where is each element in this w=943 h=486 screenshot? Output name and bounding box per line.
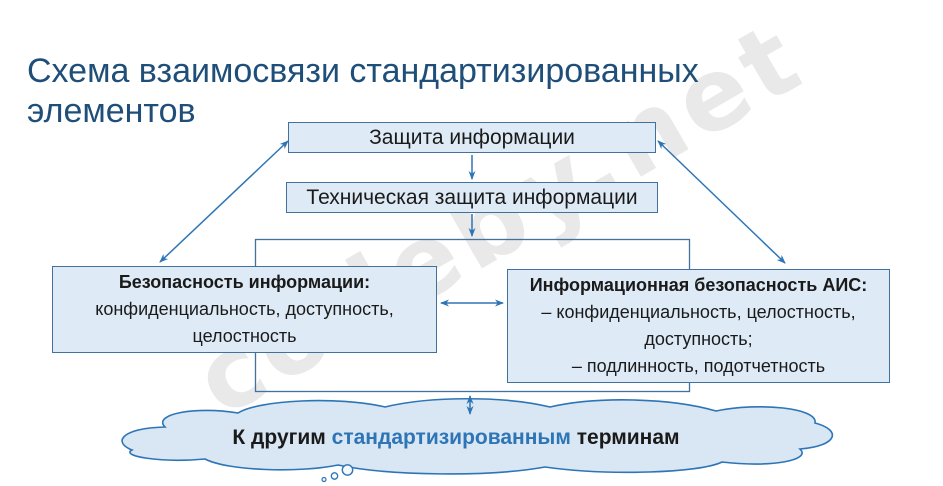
node-information-security: Безопасность информации: конфиденциально… <box>52 266 437 353</box>
cloud-text: терминам <box>570 426 680 449</box>
arrow-protection-aissec-bidirectional <box>657 140 786 264</box>
node-heading: Безопасность информации: <box>118 272 371 292</box>
node-information-protection: Защита информации <box>288 122 656 153</box>
node-ais-security: Информационная безопасность АИС: – конфи… <box>507 269 890 383</box>
node-line: конфиденциальность, доступность, <box>95 299 394 319</box>
page-title: Схема взаимосвязи стандартизированных эл… <box>27 51 699 130</box>
cloud-bubble-large <box>341 464 354 476</box>
arrow-protection-infosec-bidirectional <box>159 140 289 263</box>
node-heading: Информационная безопасность АИС: <box>529 275 868 295</box>
cloud-bubble-small <box>321 476 327 483</box>
node-line: – подлинность, подотчетность <box>571 356 826 376</box>
node-label: Защита информации <box>369 125 575 149</box>
cloud-text-highlight: стандартизированным <box>331 426 571 449</box>
node-label: Техническая защита информации <box>306 185 638 209</box>
cloud-bubble-medium <box>330 472 339 480</box>
cloud-text: К другим <box>232 426 332 449</box>
node-line: – конфиденциальность, целостность, <box>541 302 856 322</box>
node-technical-protection: Техническая защита информации <box>286 182 658 213</box>
node-line: целостность <box>192 326 297 346</box>
cloud-other-terms: К другим стандартизированным терминам <box>118 412 822 464</box>
node-line: доступность; <box>644 329 753 349</box>
